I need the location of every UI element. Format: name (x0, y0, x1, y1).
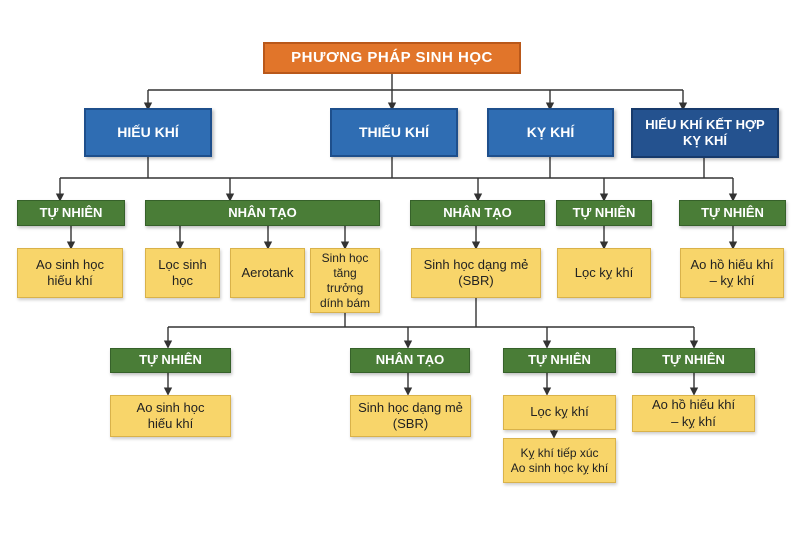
category-tu-nhien-c: TỰ NHIÊN (503, 348, 616, 373)
category-tu-nhien-d: TỰ NHIÊN (632, 348, 755, 373)
leaf-sbr-2-label: Sinh học dạng mẻ (SBR) (358, 399, 463, 431)
node-ket-hop-label: HIẾU KHÍ KẾT HỢP KỴ KHÍ (645, 116, 765, 148)
leaf-loc-ky-khi-1-label: Lọc kỵ khí (574, 264, 634, 280)
leaf-loc-sinh-hoc: Lọc sinh học (145, 248, 220, 298)
node-ky-khi: KỴ KHÍ (487, 108, 614, 157)
leaf-loc-ky-khi-2-label: Lọc kỵ khí (530, 404, 589, 420)
leaf-loc-sinh-hoc-label: Lọc sinh học (158, 256, 207, 288)
category-tu-nhien-a-label: TỰ NHIÊN (139, 352, 202, 368)
leaf-aerotank-label: Aerotank (241, 264, 294, 280)
leaf-loc-ky-khi-1: Lọc kỵ khí (557, 248, 651, 298)
leaf-loc-ky-khi-2: Lọc kỵ khí (503, 395, 616, 430)
category-tu-nhien-1: TỰ NHIÊN (17, 200, 125, 226)
leaf-sbr-1-label: Sinh học dạng mẻ (SBR) (423, 256, 529, 288)
category-nhan-tao-1: NHÂN TẠO (145, 200, 380, 226)
category-tu-nhien-c-label: TỰ NHIÊN (528, 352, 591, 368)
leaf-ao-sinh-hoc-label: Ao sinh học hiếu khí (36, 256, 104, 288)
leaf-ao-sinh-hoc-hieu-khi: Ao sinh học hiếu khí (17, 248, 123, 298)
category-tu-nhien-3-label: TỰ NHIÊN (701, 204, 764, 220)
node-hieu-khi-label: HIẾU KHÍ (117, 123, 179, 140)
leaf-ao-sinh-hoc-hieu-khi-2: Ao sinh học hiếu khí (110, 395, 231, 437)
category-nhan-tao-b: NHÂN TẠO (350, 348, 470, 373)
category-tu-nhien-d-label: TỰ NHIÊN (662, 352, 725, 368)
root-node: PHƯƠNG PHÁP SINH HỌC (263, 42, 521, 74)
category-tu-nhien-2: TỰ NHIÊN (556, 200, 652, 226)
leaf-ky-khi-tiep-xuc-label: Kỵ khí tiếp xúc Ao sinh học kỵ khí (510, 445, 609, 475)
node-thieu-khi: THIẾU KHÍ (330, 108, 458, 157)
category-tu-nhien-1-label: TỰ NHIÊN (39, 204, 103, 220)
category-nhan-tao-2-label: NHÂN TẠO (443, 204, 512, 220)
category-nhan-tao-1-label: NHÂN TẠO (228, 204, 297, 220)
category-tu-nhien-2-label: TỰ NHIÊN (572, 204, 636, 220)
leaf-aerotank: Aerotank (230, 248, 305, 298)
node-hieu-khi: HIẾU KHÍ (84, 108, 212, 157)
category-tu-nhien-3: TỰ NHIÊN (679, 200, 786, 226)
leaf-sinh-hoc-tang-truong-label: Sinh học tăng trưởng dính bám (319, 250, 371, 310)
leaf-ao-ho-1: Ao hồ hiếu khí – kỵ khí (680, 248, 784, 298)
leaf-ao-sinh-hoc-2-label: Ao sinh học hiếu khí (136, 399, 205, 431)
leaf-ao-ho-2-label: Ao hồ hiếu khí – kỵ khí (651, 397, 736, 429)
category-nhan-tao-b-label: NHÂN TẠO (375, 352, 445, 368)
node-thieu-khi-label: THIẾU KHÍ (359, 123, 429, 140)
leaf-sbr-1: Sinh học dạng mẻ (SBR) (411, 248, 541, 298)
leaf-sbr-2: Sinh học dạng mẻ (SBR) (350, 395, 471, 437)
root-label: PHƯƠNG PHÁP SINH HỌC (291, 48, 493, 66)
leaf-ao-ho-1-label: Ao hồ hiếu khí – kỵ khí (690, 256, 774, 288)
leaf-ao-ho-2: Ao hồ hiếu khí – kỵ khí (632, 395, 755, 432)
leaf-ky-khi-tiep-xuc: Kỵ khí tiếp xúc Ao sinh học kỵ khí (503, 438, 616, 483)
category-nhan-tao-2: NHÂN TẠO (410, 200, 545, 226)
leaf-sinh-hoc-tang-truong-dinh-bam: Sinh học tăng trưởng dính bám (310, 248, 380, 313)
node-hieu-khi-ket-hop-ky-khi: HIẾU KHÍ KẾT HỢP KỴ KHÍ (631, 108, 779, 158)
node-ky-khi-label: KỴ KHÍ (526, 123, 575, 140)
category-tu-nhien-a: TỰ NHIÊN (110, 348, 231, 373)
